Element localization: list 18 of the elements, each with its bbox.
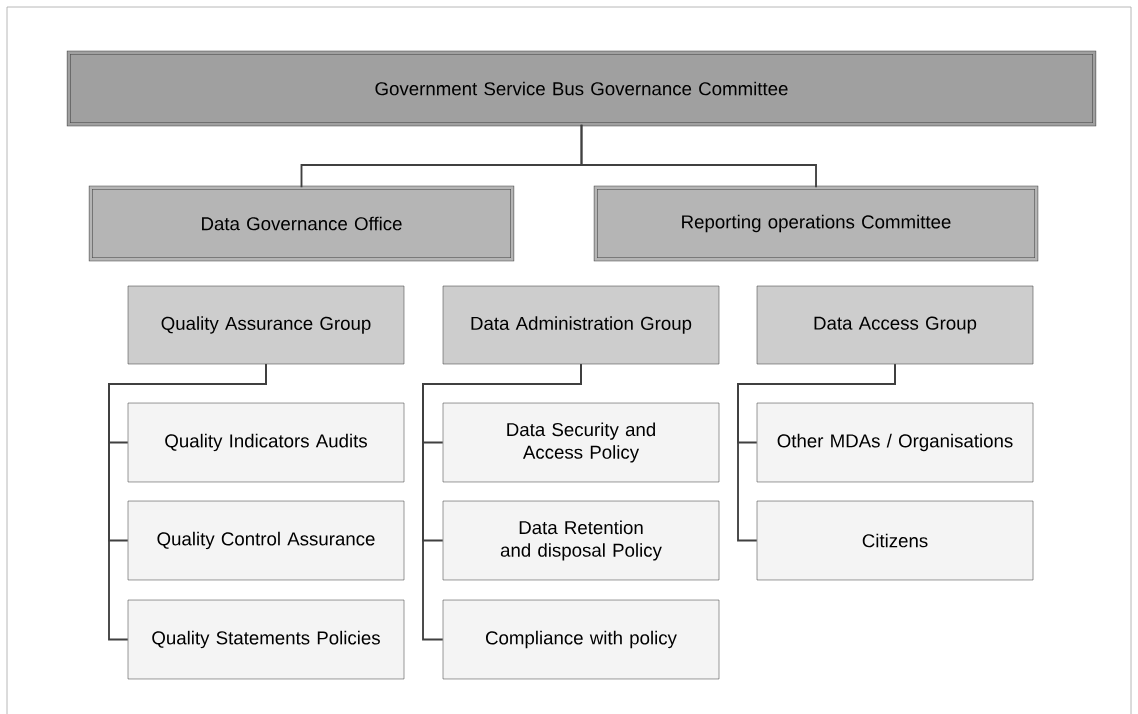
item-box: Quality Statements Policies — [127, 599, 405, 680]
item-box: Other MDAs / Organisations — [756, 402, 1034, 483]
group-box: Data Administration Group — [442, 285, 720, 365]
connector-line — [108, 363, 267, 641]
group-box: Data Access Group — [756, 285, 1034, 365]
item-box: Quality Control Assurance — [127, 500, 405, 581]
office-box: Reporting operations Committee — [593, 185, 1039, 262]
item-box: Citizens — [756, 500, 1034, 581]
connector-line — [737, 363, 896, 542]
item-box: Data Security and Access Policy — [442, 402, 720, 483]
committee-box: Government Service Bus Governance Committee — [66, 50, 1097, 127]
connector-line — [580, 123, 817, 189]
office-box: Data Governance Office — [88, 185, 515, 262]
connector-line — [422, 363, 582, 641]
group-box: Quality Assurance Group — [127, 285, 405, 365]
item-box: Compliance with policy — [442, 599, 720, 680]
item-box: Quality Indicators Audits — [127, 402, 405, 483]
item-box: Data Retention and disposal Policy — [442, 500, 720, 581]
